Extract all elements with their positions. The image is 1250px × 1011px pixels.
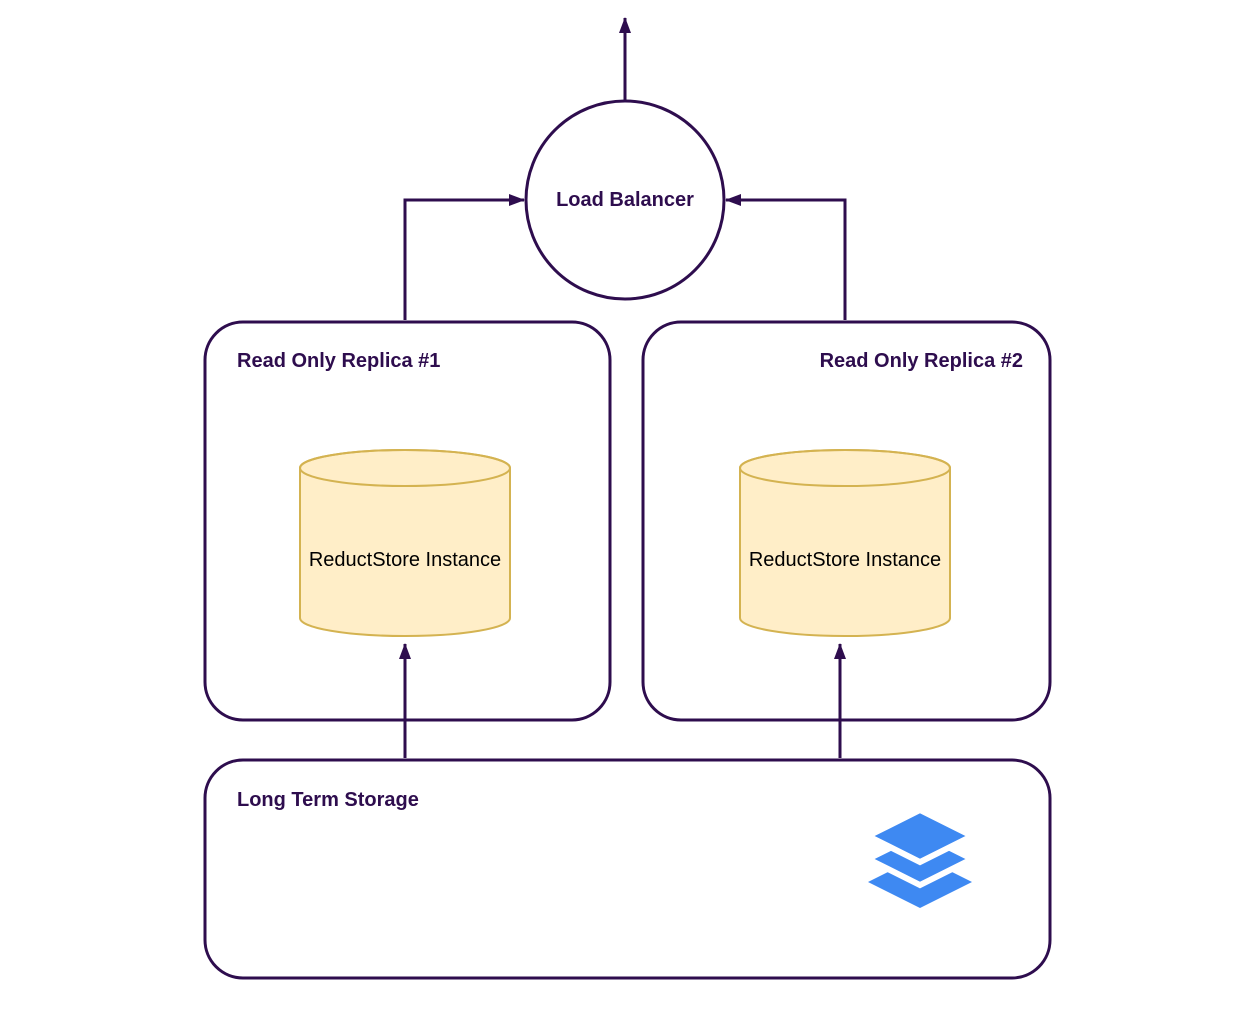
reductstore-instance-1-label: ReductStore Instance <box>308 549 502 571</box>
layers-icon <box>861 806 979 908</box>
replica-2-title: Read Only Replica #2 <box>819 350 1023 372</box>
database-cylinder-1 <box>299 449 511 637</box>
long-term-storage-box <box>203 758 1052 980</box>
reductstore-instance-2-label: ReductStore Instance <box>748 549 942 571</box>
replica-1-title: Read Only Replica #1 <box>237 350 441 372</box>
load-balancer-node <box>524 99 726 301</box>
edge-replica2-to-loadbalancer <box>725 194 847 320</box>
edge-replica1-to-loadbalancer <box>403 194 525 320</box>
load-balancer-label: Load Balancer <box>556 189 694 211</box>
database-cylinder-2 <box>739 449 951 637</box>
long-term-storage-title: Long Term Storage <box>237 789 419 811</box>
